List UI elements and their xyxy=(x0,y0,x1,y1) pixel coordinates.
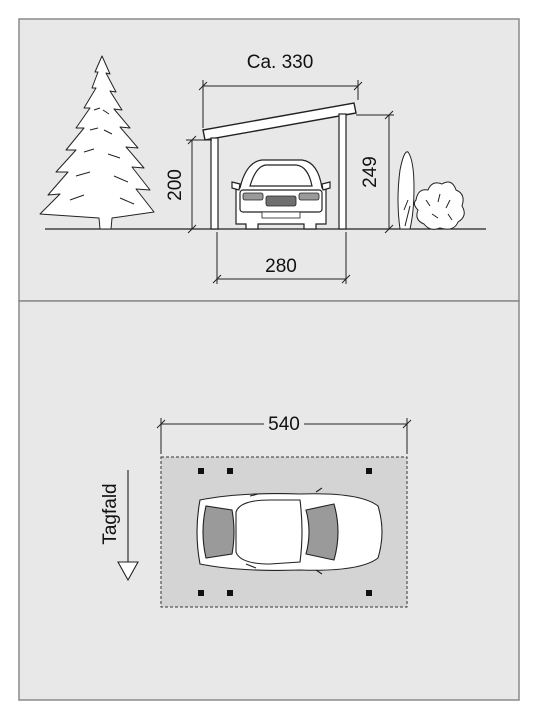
dimension-post-spacing xyxy=(212,232,351,284)
slope-arrow-icon xyxy=(117,470,139,582)
label-plan-length-bg xyxy=(264,414,304,434)
label-post-spacing: 280 xyxy=(265,256,297,277)
back-post xyxy=(338,113,347,230)
label-front-height: 200 xyxy=(165,169,186,201)
label-roof-slope: Tagfald xyxy=(100,483,121,544)
carport-roof xyxy=(202,102,357,141)
label-plan-length: 540 xyxy=(268,414,300,435)
dimension-front-height xyxy=(186,135,212,234)
label-overall-width: Ca. 330 xyxy=(247,52,314,73)
dimension-overall-width xyxy=(198,80,363,128)
front-post xyxy=(210,137,219,230)
label-back-height: 249 xyxy=(360,156,381,188)
bush-illustration xyxy=(397,151,465,230)
post-markers xyxy=(198,468,372,596)
car-front-illustration xyxy=(231,159,331,230)
plan-view: 540 Tagfald xyxy=(100,414,412,608)
dimension-back-height xyxy=(356,110,394,234)
tree-illustration xyxy=(39,55,155,230)
car-top-illustration xyxy=(196,487,383,575)
elevation-view: Ca. 330 200 249 280 xyxy=(39,52,486,284)
